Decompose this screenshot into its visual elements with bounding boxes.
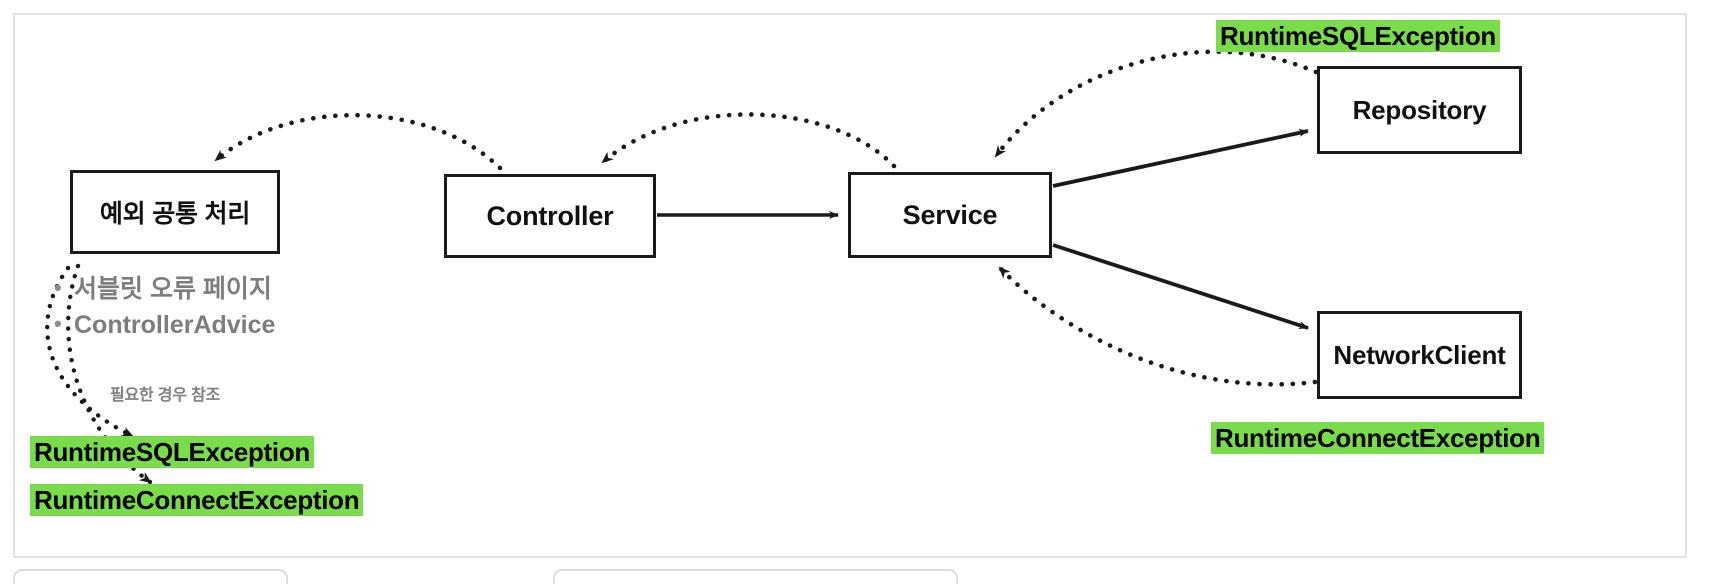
chip-runtime-connect-exception-left: RuntimeConnectException [30, 484, 364, 517]
chip-runtime-sql-exception-left: RuntimeSQLException [30, 436, 314, 469]
node-service[interactable]: Service [848, 172, 1052, 258]
list-item: ControllerAdvice [54, 308, 275, 344]
caption-reference-note: 필요한 경우 참조 [110, 387, 221, 404]
node-exception-handler-label: 예외 공통 처리 [99, 200, 251, 228]
node-exception-handler[interactable]: 예외 공통 처리 [70, 170, 280, 254]
list-item: 서블릿 오류 페이지 [54, 272, 275, 308]
node-networkclient[interactable]: NetworkClient [1317, 311, 1522, 399]
chip-runtime-sql-exception-repository: RuntimeSQLException [1216, 20, 1500, 53]
bottom-card-right[interactable] [553, 569, 958, 584]
node-repository-label: Repository [1352, 94, 1487, 125]
node-service-label: Service [902, 199, 998, 230]
chip-runtime-connect-exception-network: RuntimeConnectException [1211, 422, 1545, 455]
node-controller-label: Controller [486, 200, 614, 231]
bottom-card-left[interactable] [13, 569, 288, 584]
exception-handling-bullet-list: 서블릿 오류 페이지 ControllerAdvice [52, 272, 275, 343]
node-networkclient-label: NetworkClient [1333, 339, 1506, 370]
node-controller[interactable]: Controller [444, 174, 656, 258]
node-repository[interactable]: Repository [1317, 66, 1522, 154]
